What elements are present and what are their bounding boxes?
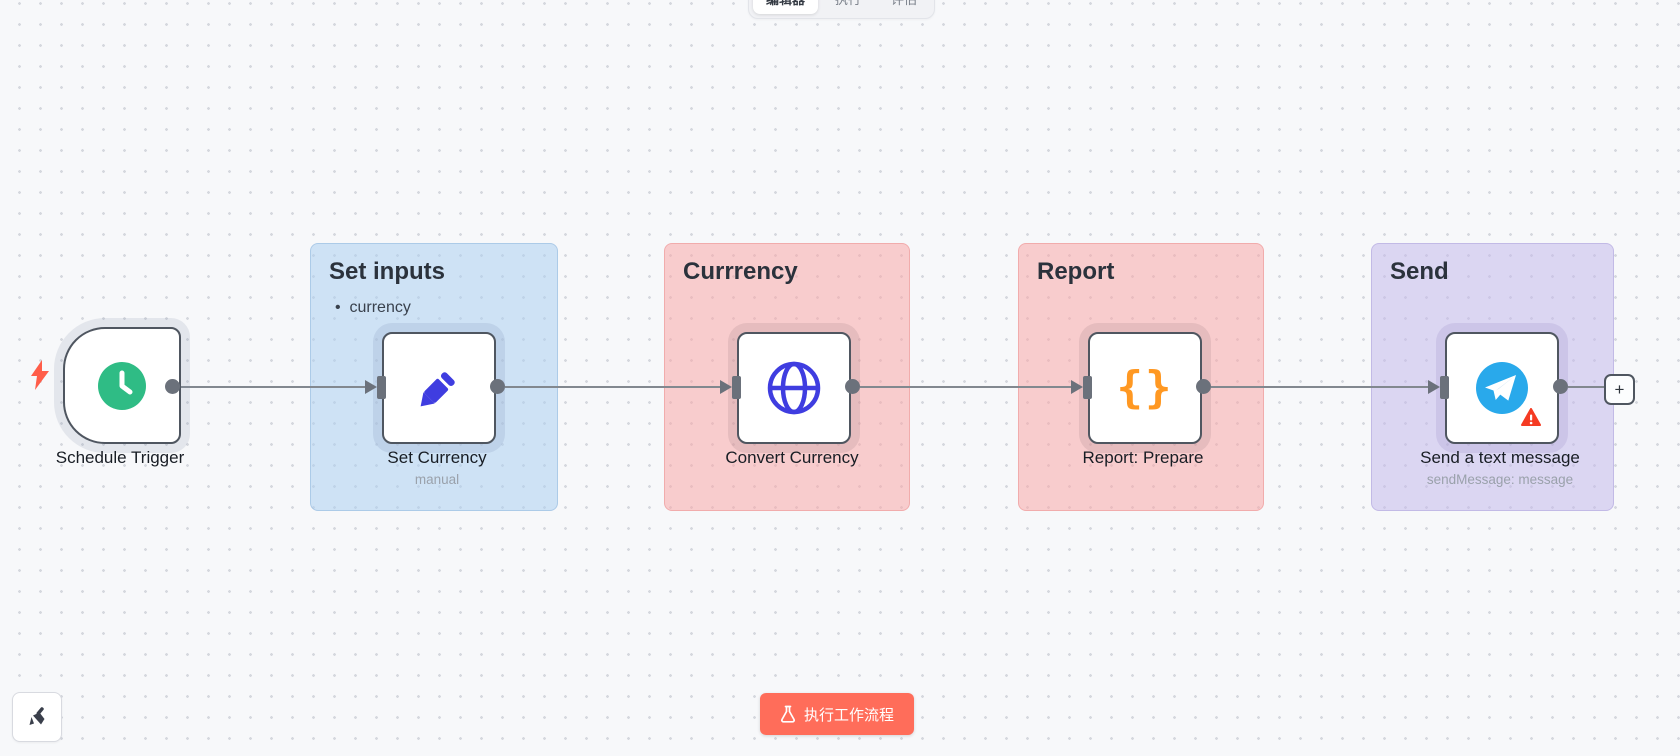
- node-set-currency[interactable]: [382, 332, 496, 444]
- execute-workflow-label: 执行工作流程: [804, 706, 895, 724]
- node-label: Report: Prepare: [1082, 448, 1204, 467]
- connection-line: [1568, 386, 1606, 388]
- input-arrow: [1071, 380, 1083, 394]
- connection-line: [860, 386, 1072, 388]
- node-label: Schedule Trigger: [55, 448, 185, 467]
- input-connector[interactable]: [377, 376, 386, 399]
- output-connector[interactable]: [1196, 379, 1211, 394]
- node-send-text-message[interactable]: [1445, 332, 1559, 444]
- node-label: Send a text message: [1420, 448, 1580, 467]
- view-switcher: 编辑器 执行 评估: [748, 0, 936, 19]
- node-label: Convert Currency: [725, 448, 859, 467]
- telegram-icon: [1476, 362, 1528, 414]
- tab-editor[interactable]: 编辑器: [753, 0, 819, 14]
- input-arrow: [365, 380, 377, 394]
- sticky-title: Currrency: [683, 258, 798, 285]
- flask-icon: [781, 705, 795, 723]
- add-node-button[interactable]: +: [1604, 374, 1635, 405]
- input-connector[interactable]: [1083, 376, 1092, 399]
- node-report-prepare[interactable]: {}: [1088, 332, 1202, 444]
- execute-workflow-button[interactable]: 执行工作流程: [760, 693, 915, 735]
- broom-icon: [29, 707, 45, 725]
- node-subtitle: manual: [414, 472, 460, 487]
- pencil-icon: [420, 372, 455, 407]
- sticky-title: Send: [1390, 258, 1449, 285]
- input-arrow: [720, 380, 732, 394]
- tab-evaluations[interactable]: 评估: [878, 0, 930, 14]
- connection-line: [505, 386, 721, 388]
- braces-icon: {}: [1116, 362, 1174, 413]
- tab-executions[interactable]: 执行: [822, 0, 874, 14]
- connection-line: [1211, 386, 1429, 388]
- input-connector[interactable]: [732, 376, 741, 399]
- node-label: Set Currency: [387, 448, 487, 467]
- node-convert-currency[interactable]: [737, 332, 851, 444]
- output-connector[interactable]: [845, 379, 860, 394]
- input-arrow: [1428, 380, 1440, 394]
- sticky-title: Report: [1037, 258, 1115, 285]
- output-connector[interactable]: [1553, 379, 1568, 394]
- trigger-bolt-icon: [31, 360, 49, 390]
- output-connector[interactable]: [165, 379, 180, 394]
- globe-icon: [767, 361, 821, 415]
- clock-icon: [98, 361, 146, 410]
- warning-icon[interactable]: [1521, 408, 1541, 427]
- node-subtitle: sendMessage: message: [1426, 472, 1574, 487]
- sticky-title: Set inputs: [329, 258, 446, 285]
- sticky-list-item: • currency: [335, 299, 411, 316]
- input-connector[interactable]: [1440, 376, 1449, 399]
- connection-line: [180, 386, 366, 388]
- output-connector[interactable]: [490, 379, 505, 394]
- node-schedule-trigger[interactable]: [63, 327, 181, 444]
- tidy-up-button[interactable]: [12, 692, 62, 742]
